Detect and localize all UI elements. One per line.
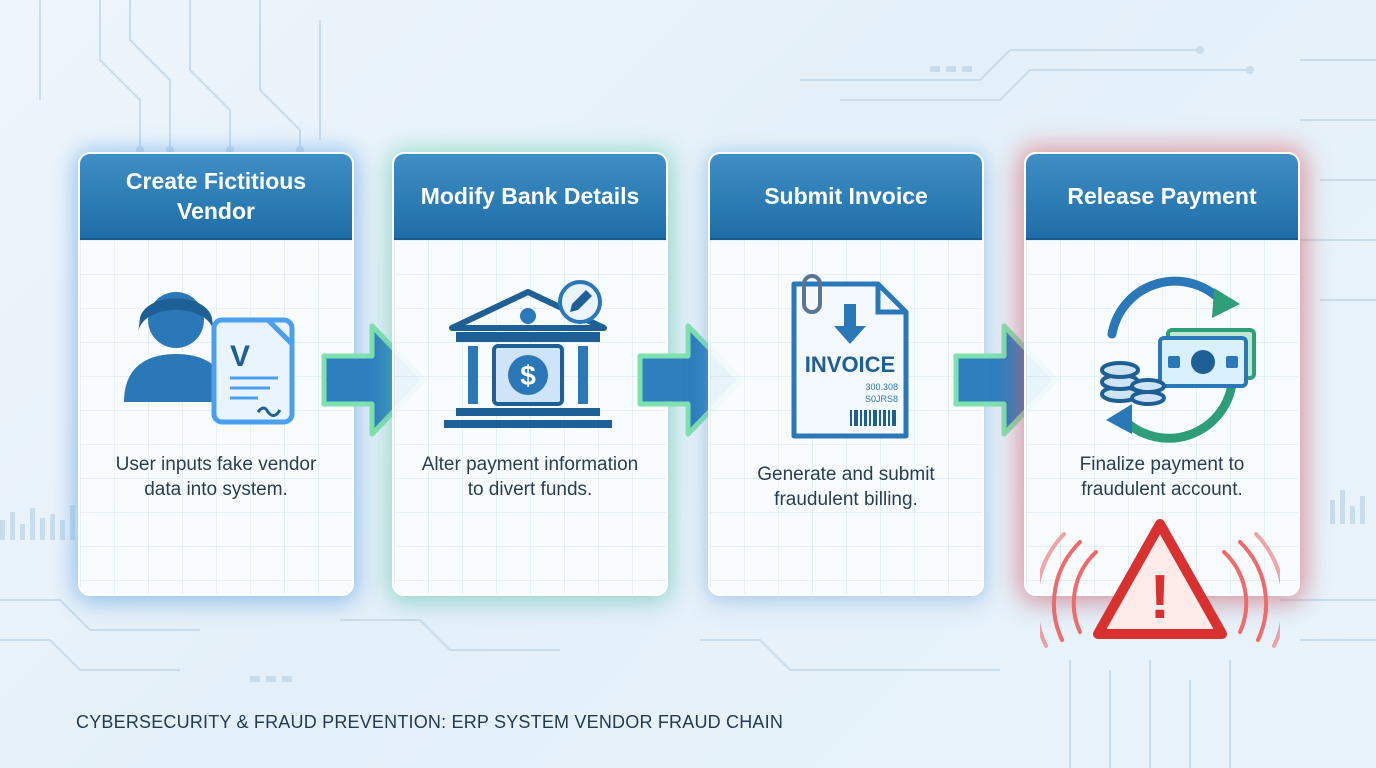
step-description: Generate and submit fraudulent billing.: [757, 464, 935, 510]
money-transfer-icon: [1100, 276, 1256, 443]
invoice-document-icon: INVOICE 300.308 S0JRS8: [791, 274, 909, 439]
svg-text:$: $: [520, 360, 536, 391]
svg-text:V: V: [230, 340, 250, 373]
diagram-caption: CYBERSECURITY & FRAUD PREVENTION: ERP SY…: [76, 712, 784, 732]
step-title: Release Payment: [1026, 154, 1298, 240]
bank-edit-icon: $: [444, 280, 612, 428]
step-title: Create Fictitious Vendor: [80, 154, 352, 240]
step-card-submit-invoice: Submit Invoice INVOICE 300.308 S0JRS8 Ge…: [708, 152, 984, 596]
step-title: Modify Bank Details: [394, 154, 666, 240]
step-description: Alter payment information to divert fund…: [421, 454, 639, 500]
user-vendor-form-icon: V: [124, 292, 295, 425]
step-card-create-vendor: Create Fictitious Vendor V User inputs f…: [78, 152, 354, 596]
svg-text:300.308: 300.308: [865, 382, 898, 392]
svg-text:S0JRS8: S0JRS8: [865, 394, 898, 404]
step-description: Finalize payment to fraudulent account.: [1079, 454, 1245, 500]
warning-icon: !: [1040, 519, 1280, 648]
step-title: Submit Invoice: [710, 154, 982, 240]
svg-text:!: !: [1150, 563, 1171, 632]
step-card-modify-bank: Modify Bank Details $ Alter payment info…: [392, 152, 668, 596]
step-description: User inputs fake vendor data into system…: [115, 454, 317, 500]
svg-text:INVOICE: INVOICE: [805, 352, 895, 377]
